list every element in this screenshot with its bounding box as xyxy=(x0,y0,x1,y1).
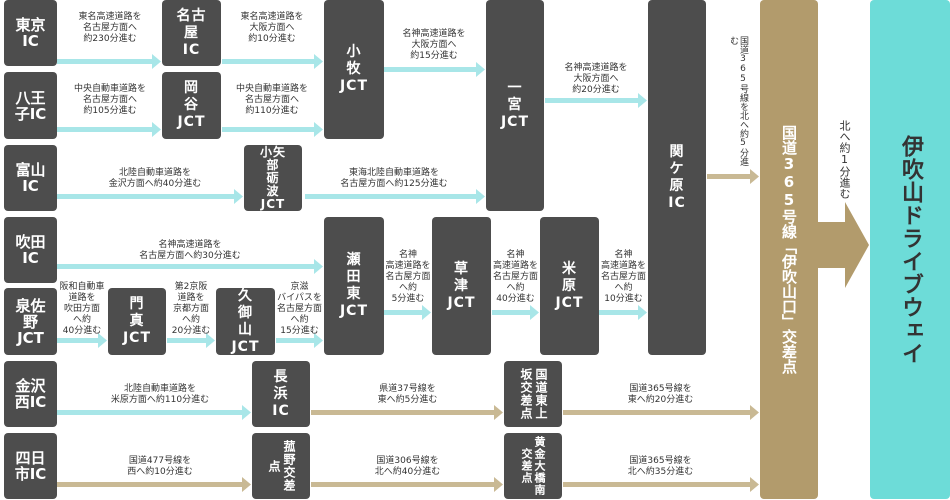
label-izumi-monma: 阪和自動車 道路を 吹田方面 へ約 40分進む xyxy=(59,282,105,336)
arrow-sekigahara-bar xyxy=(707,169,759,184)
label-monma-kumiyama: 第2京阪 道路を 京都方面 へ約 20分進む xyxy=(171,282,211,336)
arrow-ichinomiya-sekigahara xyxy=(545,93,647,108)
arrow-uesaka-bar xyxy=(563,405,759,420)
arrow-kusatsu-maibara xyxy=(492,305,539,320)
destination-ibukiyama-driveway[interactable]: 伊吹山ドライブウェイ xyxy=(870,0,950,499)
start-hachioji-ic[interactable]: 八王 子IC xyxy=(4,72,57,139)
node-komono-intersection[interactable]: 菰野交差点 xyxy=(252,433,310,499)
arrow-monma-kumiyama xyxy=(167,333,215,348)
label-hachioji-okaya: 中央自動車道路を 名古屋方面へ 約105分進む xyxy=(73,84,146,116)
label-nagoya-komaki: 東名高速道路を 大阪方面へ 約10分進む xyxy=(240,12,304,44)
node-monma-jct[interactable]: 門 真 JCT xyxy=(108,288,166,355)
node-nagahama-ic[interactable]: 長 浜 IC xyxy=(252,361,310,427)
label-kumiyama-seta: 京滋 バイパスを 名古屋方面 へ約 15分進む xyxy=(276,282,322,336)
start-yokkaichi-ic[interactable]: 四日 市IC xyxy=(4,433,57,499)
junction-ibukiyamaguchi[interactable]: 国道365号線「伊吹山口」交差点 xyxy=(760,0,818,499)
arrow-kogane-bar xyxy=(563,477,759,492)
arrow-hachioji-okaya xyxy=(57,122,161,137)
label-toyama-koyabe: 北陸自動車道路を 金沢方面へ約40分進む xyxy=(108,168,202,189)
arrow-nagahama-uesaka xyxy=(311,405,503,420)
arrow-suita-seta xyxy=(57,259,323,274)
node-maibara-jct[interactable]: 米 原 JCT xyxy=(540,217,599,355)
label-maibara-sekigahara: 名神 高速道路を 名古屋方面 へ約 10分進む xyxy=(600,250,646,304)
arrow-bar-destination xyxy=(818,202,869,288)
node-sekigahara-ic[interactable]: 関 ケ 原 IC xyxy=(648,0,706,355)
node-kusatsu-jct[interactable]: 草 津 JCT xyxy=(432,217,491,355)
arrow-tokyo-nagoya xyxy=(57,54,161,69)
label-komono-kogane: 国道306号線を 北へ約40分進む xyxy=(374,456,441,477)
node-kokudou-higashi-uesaka[interactable]: 国道東上坂交差点 xyxy=(504,361,562,427)
label-seta-kusatsu: 名神 高速道路を 名古屋方面 へ約 5分進む xyxy=(385,250,431,304)
arrow-komono-kogane xyxy=(311,477,503,492)
label-uesaka-bar: 国道365号線を 東へ約20分進む xyxy=(627,384,694,405)
label-nagahama-uesaka: 県道37号線を 東へ約5分進む xyxy=(377,384,438,405)
arrow-yokkaichi-komono xyxy=(57,477,251,492)
label-suita-seta: 名神高速道路を 名古屋方面へ約30分進む xyxy=(139,240,241,261)
label-koyabe-ichinomiya: 東海北陸自動車道路を 名古屋方面へ約125分進む xyxy=(340,168,448,189)
arrow-izumi-monma xyxy=(57,333,107,348)
arrow-kanazawa-nagahama xyxy=(57,405,251,420)
node-kogane-ohashi-minami[interactable]: 黄金大橋南交差点 xyxy=(504,433,562,499)
start-kanazawanishi-ic[interactable]: 金沢 西IC xyxy=(4,361,57,427)
node-kumiyama-jct[interactable]: 久 御 山 JCT xyxy=(216,288,275,355)
label-komaki-ichinomiya: 名神高速道路を 大阪方面へ 約15分進む xyxy=(402,29,466,61)
arrow-kumiyama-seta xyxy=(276,333,323,348)
node-okaya-jct[interactable]: 岡 谷 JCT xyxy=(162,72,221,139)
label-ichinomiya-sekigahara: 名神高速道路を 大阪方面へ 約20分進む xyxy=(564,63,628,95)
node-ichinomiya-jct[interactable]: 一 宮 JCT xyxy=(486,0,544,211)
arrow-komaki-ichinomiya xyxy=(384,62,485,77)
start-toyama-ic[interactable]: 富山 IC xyxy=(4,145,57,211)
arrow-seta-kusatsu xyxy=(384,305,431,320)
start-tokyo-ic[interactable]: 東京 IC xyxy=(4,0,57,66)
node-koyabe-tonami-jct[interactable]: 小矢 部 砺 波 JCT xyxy=(244,145,302,211)
arrow-toyama-koyabe xyxy=(57,189,243,204)
start-suita-ic[interactable]: 吹田 IC xyxy=(4,217,57,283)
label-kanazawa-nagahama: 北陸自動車道路を 米原方面へ約110分進む xyxy=(110,384,210,405)
label-bar-destination: 北へ約1分進む xyxy=(838,120,851,199)
node-setahigashi-jct[interactable]: 瀬 田 東 JCT xyxy=(324,217,384,355)
start-izumisano-jct[interactable]: 泉佐 野 JCT xyxy=(4,288,57,355)
label-sekigahara-bar: 国道365号線を北へ約5分進む xyxy=(728,36,748,166)
label-yokkaichi-komono: 国道477号線を 西へ約10分進む xyxy=(127,456,193,477)
node-nagoya-ic[interactable]: 名古 屋 IC xyxy=(162,0,221,66)
label-kogane-bar: 国道365号線を 北へ約35分進む xyxy=(627,456,694,477)
node-komaki-jct[interactable]: 小 牧 JCT xyxy=(324,0,384,139)
arrow-koyabe-ichinomiya xyxy=(305,189,485,204)
arrow-okaya-komaki xyxy=(222,122,323,137)
label-kusatsu-maibara: 名神 高速道路を 名古屋方面 へ約 40分進む xyxy=(492,250,538,304)
arrow-nagoya-komaki xyxy=(222,54,323,69)
label-okaya-komaki: 中央自動車道路を 名古屋方面へ 約110分進む xyxy=(235,84,308,116)
label-tokyo-nagoya: 東名高速道路を 名古屋方面へ 約230分進む xyxy=(78,12,142,44)
arrow-maibara-sekigahara xyxy=(599,305,647,320)
